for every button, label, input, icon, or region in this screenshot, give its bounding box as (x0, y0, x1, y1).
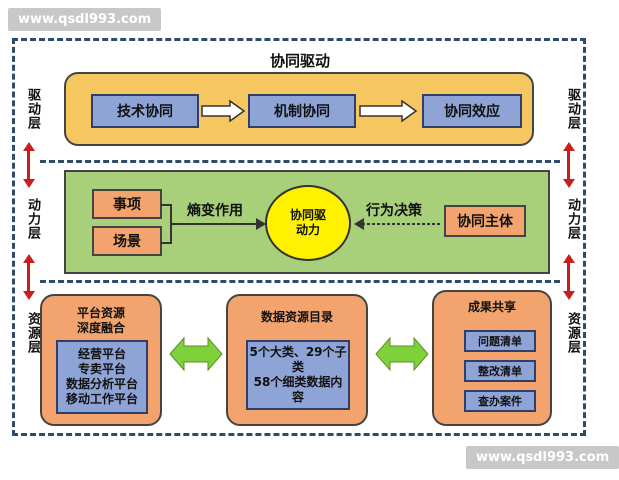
catalog-line-2: 58个细类数据内容 (253, 375, 343, 404)
core-line-1: 协同驱 (289, 208, 326, 222)
right-arrow-1-down (563, 179, 575, 188)
results-card: 成果共享 问题清单 整改清单 查办案件 (432, 290, 552, 426)
watermark-bottom: www.qsdl993.com (466, 446, 619, 469)
left-label-drive: 驱动层 (25, 88, 40, 130)
right-arrow-2-down (563, 291, 575, 300)
drive-arrow-2 (359, 99, 418, 123)
result-investigated-cases: 查办案件 (464, 390, 536, 412)
platform-card: 平台资源 深度融合 经营平台 专卖平台 数据分析平台 移动工作平台 (40, 294, 162, 426)
platform-item-mobile: 移动工作平台 (65, 392, 138, 406)
platform-item-operations: 经营平台 (77, 347, 126, 361)
catalog-title: 数据资源目录 (260, 310, 333, 324)
result-problem-list: 问题清单 (464, 330, 536, 352)
exchange-arrow-left (169, 336, 223, 372)
drive-arrow-1 (201, 99, 246, 123)
decision-arrow (354, 218, 442, 230)
platform-list: 经营平台 专卖平台 数据分析平台 移动工作平台 (56, 340, 148, 414)
synergy-subject: 协同主体 (444, 205, 526, 237)
diagram-frame (12, 38, 586, 436)
right-label-power: 动力层 (565, 198, 580, 240)
divider-power-resource (40, 280, 560, 283)
right-label-resource: 资源层 (565, 312, 580, 354)
catalog-content: 5个大类、29个子类 58个细类数据内容 (246, 340, 350, 410)
platform-item-monopoly: 专卖平台 (77, 362, 126, 376)
catalog-card: 数据资源目录 5个大类、29个子类 58个细类数据内容 (226, 294, 368, 426)
result-rectification-list: 整改清单 (464, 360, 536, 382)
left-arrow-1-up (23, 142, 35, 151)
right-label-drive: 驱动层 (565, 88, 580, 130)
divider-drive-power (40, 160, 560, 163)
item-matter: 事项 (92, 189, 162, 219)
right-arrow-2-shaft (567, 262, 570, 292)
left-arrow-1-down (23, 179, 35, 188)
catalog-line-1: 5个大类、29个子类 (249, 345, 347, 374)
right-arrow-1-shaft (567, 150, 570, 180)
entropy-arrow (180, 218, 266, 230)
entropy-effect-label: 熵变作用 (187, 203, 243, 219)
left-arrow-2-down (23, 291, 35, 300)
platform-title-1: 平台资源 (76, 306, 125, 320)
exchange-arrow-right (375, 336, 429, 372)
left-arrow-2-up (23, 254, 35, 263)
left-label-resource: 资源层 (25, 312, 40, 354)
watermark-top: www.qsdl993.com (8, 8, 162, 31)
platform-title-2: 深度融合 (76, 321, 125, 335)
synergy-drive-core: 协同驱 动力 (265, 185, 351, 261)
right-arrow-1-up (563, 142, 575, 151)
platform-item-analytics: 数据分析平台 (65, 377, 138, 391)
step-synergy-effect: 协同效应 (422, 94, 522, 128)
behavior-decision-label: 行为决策 (366, 203, 422, 219)
right-arrow-2-up (563, 254, 575, 263)
left-arrow-1-shaft (27, 150, 30, 180)
left-arrow-2-shaft (27, 262, 30, 292)
step-tech-coordination: 技术协同 (91, 94, 199, 128)
core-line-2: 动力 (295, 223, 320, 237)
bracket-connector (161, 204, 181, 244)
left-label-power: 动力层 (25, 198, 40, 240)
item-scenario: 场景 (92, 226, 162, 256)
results-title: 成果共享 (467, 300, 516, 314)
drive-layer-title: 协同驱动 (269, 52, 330, 70)
step-mechanism-coordination: 机制协同 (248, 94, 356, 128)
